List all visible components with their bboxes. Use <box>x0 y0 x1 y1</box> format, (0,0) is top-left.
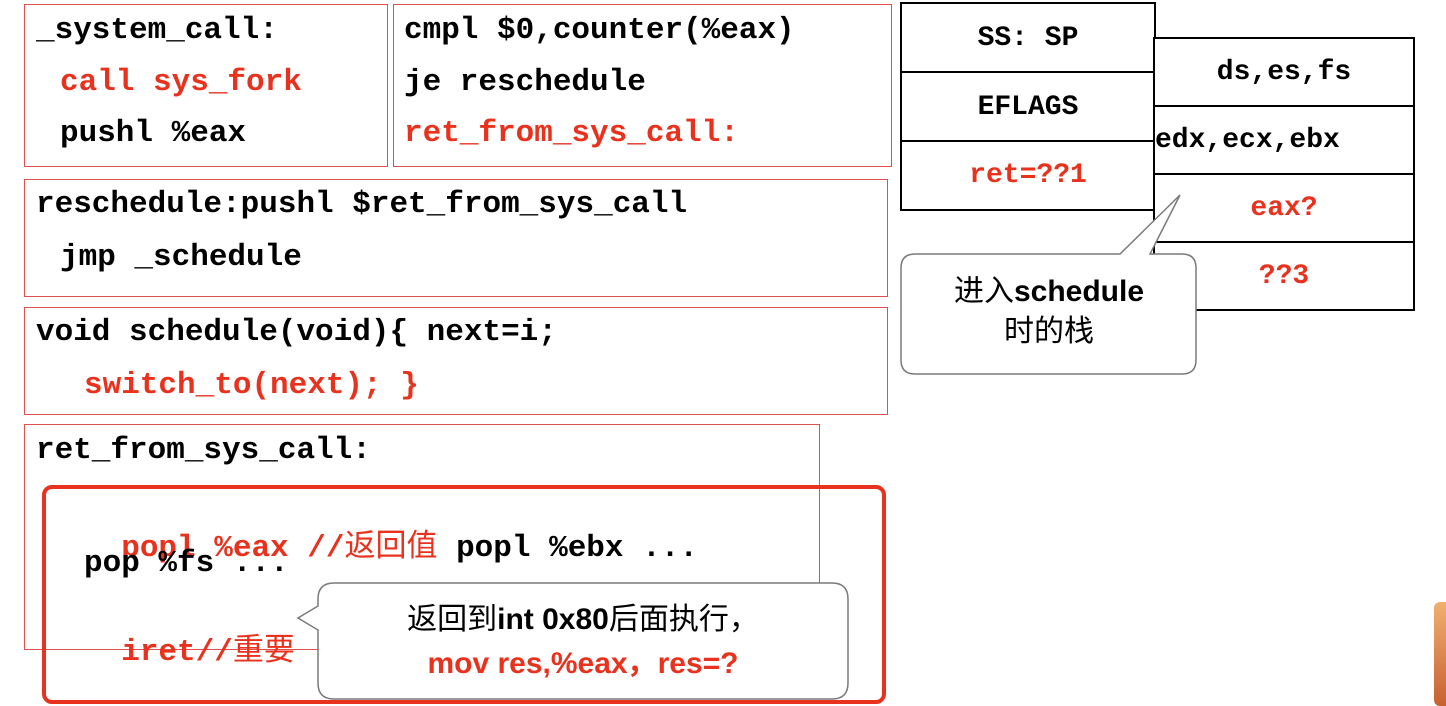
stack-cell-eflags: EFLAGS <box>900 71 1156 143</box>
popl-eax-code: popl %eax // <box>121 531 345 566</box>
call-sys-fork-line: call sys_fork <box>60 65 302 100</box>
system-call-label: _system_call: <box>36 13 278 48</box>
schedule-stack-callout-text: 进入schedule 时的栈 <box>905 272 1193 352</box>
schedule-signature-line: void schedule(void){ next=i; <box>36 315 557 350</box>
schedule-function-box <box>24 307 888 415</box>
iret-line: iret//重要 <box>84 599 295 670</box>
reschedule-box <box>24 179 888 297</box>
return-note-line2: mov res,%eax，res=? <box>427 647 739 680</box>
switch-to-line: switch_to(next); } <box>84 368 419 403</box>
pop-fs-line: pop %fs ... <box>84 546 289 581</box>
return-value-comment: 返回值 <box>344 528 438 564</box>
return-note-pre: 返回到 <box>407 603 498 636</box>
cmpl-counter-line: cmpl $0,counter(%eax) <box>404 13 795 48</box>
popl-eax-line: popl %eax //返回值 popl %ebx ... <box>84 495 698 566</box>
highlight-frame <box>42 485 886 704</box>
system-call-box <box>24 4 388 167</box>
popl-ebx-code: popl %ebx ... <box>456 531 698 566</box>
counter-check-box <box>393 4 892 167</box>
return-note-callout-shape <box>296 582 849 700</box>
ret-from-sys-call-label-2: ret_from_sys_call: <box>36 433 371 468</box>
return-note-line1: 返回到int 0x80后面执行， <box>322 598 844 642</box>
schedule-stack-callout-pre: 进入 <box>953 275 1014 308</box>
schedule-stack-callout-line1: 进入schedule <box>905 272 1193 312</box>
return-note-post: 后面执行， <box>608 603 759 636</box>
presenter-thumbnail <box>1434 602 1446 706</box>
jmp-schedule-line: jmp _schedule <box>60 240 302 275</box>
schedule-stack-callout-bold: schedule <box>1013 275 1145 308</box>
schedule-stack-callout-shape <box>900 194 1197 375</box>
stack-cell-ret-1: ret=??1 <box>900 140 1156 211</box>
pushl-eax-line: pushl %eax <box>60 116 247 151</box>
stack-cell-ss-sp: SS: SP <box>900 2 1156 74</box>
ret-from-sys-call-label-1: ret_from_sys_call: <box>404 116 739 151</box>
important-comment: 重要 <box>232 632 295 668</box>
reschedule-push-line: reschedule:pushl $ret_from_sys_call <box>36 187 688 222</box>
schedule-stack-callout-line2: 时的栈 <box>1004 315 1094 348</box>
iret-code: iret// <box>121 635 233 670</box>
stack-cell-general-regs: edx,ecx,ebx <box>1153 105 1415 176</box>
stack-cell-segment-regs: ds,es,fs <box>1153 37 1415 108</box>
return-note-bold: int 0x80 <box>497 603 609 636</box>
return-note-callout-text: 返回到int 0x80后面执行， mov res,%eax，res=? <box>322 598 844 686</box>
je-reschedule-line: je reschedule <box>404 65 646 100</box>
